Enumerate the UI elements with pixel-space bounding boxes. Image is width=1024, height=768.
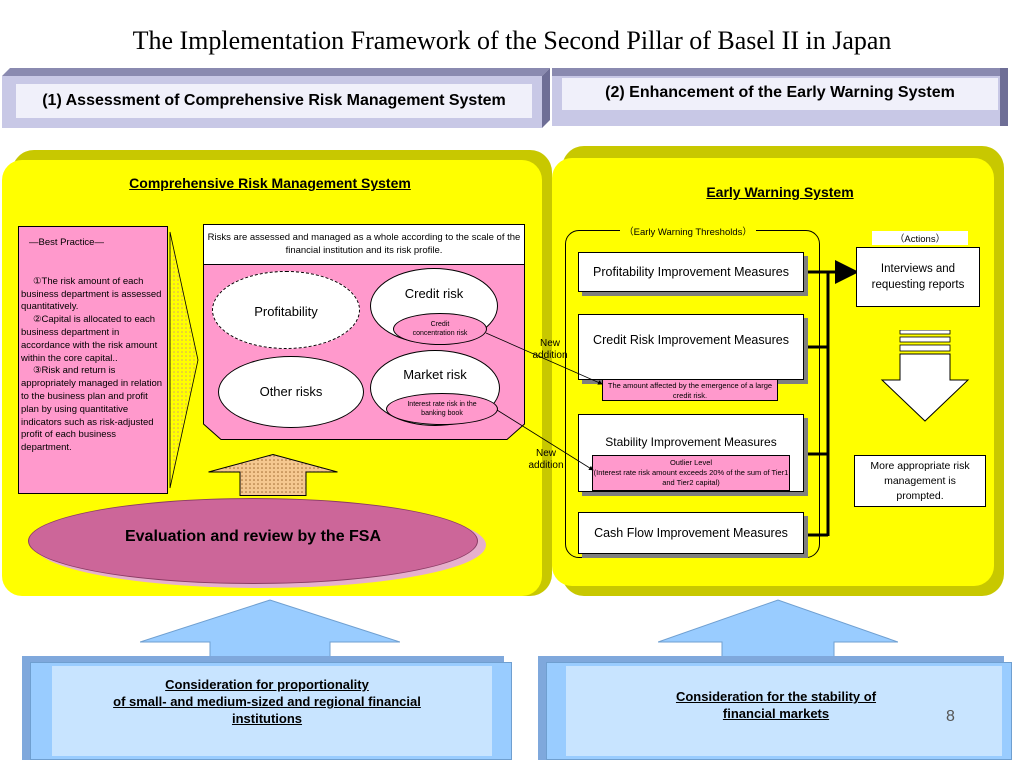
bottom-right-box: Consideration for the stability of finan… (538, 656, 1012, 760)
profitability-ellipse: Profitability (212, 271, 360, 349)
credit-risk-measures-box: Credit Risk Improvement Measures (578, 314, 804, 380)
chevron-right-arrow (169, 231, 199, 489)
action-prompted-box: More appropriate risk management is prom… (854, 455, 986, 507)
fsa-ellipse: Evaluation and review by the FSA (28, 498, 478, 584)
action-interviews-label: Interviews and requesting reports (871, 263, 965, 291)
page-number: 8 (946, 708, 955, 725)
bottom-left-text: Consideration for proportionality of sma… (113, 677, 421, 726)
other-risks-ellipse: Other risks (218, 356, 364, 428)
up-arrow (208, 454, 338, 496)
right-panel-title: Early Warning System (706, 184, 854, 200)
new-addition-label-2: New addition (528, 448, 564, 471)
page-title: The Implementation Framework of the Seco… (132, 26, 892, 55)
actions-label: （Actions） (872, 231, 968, 245)
stability-measures-label: Stability Improvement Measures (605, 435, 777, 449)
header-right-label: (2) Enhancement of the Early Warning Sys… (562, 78, 998, 110)
new-addition-label-1: New addition (532, 338, 568, 361)
down-arrow (880, 330, 970, 422)
profitability-label: Profitability (254, 304, 318, 319)
header-right-frame: (2) Enhancement of the Early Warning Sys… (552, 68, 1008, 126)
large-credit-note: The amount affected by the emergence of … (602, 379, 778, 401)
other-risks-label: Other risks (259, 384, 323, 399)
interest-rate-bank-ellipse: Interest rate risk in the banking book (386, 393, 498, 425)
credit-concentration-ellipse: Credit concentration risk (393, 313, 487, 345)
action-interviews-box: Interviews and requesting reports (856, 247, 980, 307)
best-practice-item-3: ③Risk and return is appropriately manage… (21, 365, 163, 454)
left-panel-title: Comprehensive Risk Management System (129, 175, 411, 191)
credit-concentration-label: Credit concentration risk (412, 321, 468, 337)
market-risk-label: Market risk (403, 367, 467, 382)
risk-assessment-text: Risks are assessed and managed as a whol… (207, 232, 521, 256)
profitability-measures-label: Profitability Improvement Measures (593, 265, 789, 279)
credit-risk-label: Credit risk (404, 286, 464, 301)
bottom-left-up-arrow (140, 599, 400, 664)
header-left-label: (1) Assessment of Comprehensive Risk Man… (16, 84, 532, 118)
interest-rate-bank-label: Interest rate risk in the banking book (407, 401, 477, 417)
thresholds-label: （Early Warning Thresholds） (620, 224, 756, 238)
bottom-right-text: Consideration for the stability of finan… (675, 689, 877, 721)
best-practice-item-1: ①The risk amount of each business depart… (21, 275, 162, 313)
cash-flow-measures-box: Cash Flow Improvement Measures (578, 512, 804, 554)
best-practice-box: ―Best Practice― ①The risk amount of each… (18, 226, 168, 494)
fsa-review-label: Evaluation and review by the FSA (124, 528, 382, 545)
action-prompted-label: More appropriate risk management is prom… (870, 459, 970, 502)
outlier-note: Outlier Level (Interest rate risk amount… (592, 455, 790, 491)
cash-flow-measures-label: Cash Flow Improvement Measures (594, 526, 788, 540)
best-practice-title: ―Best Practice― (29, 237, 104, 248)
profitability-measures-box: Profitability Improvement Measures (578, 252, 804, 292)
bottom-right-up-arrow (658, 599, 898, 664)
credit-risk-measures-label: Credit Risk Improvement Measures (593, 333, 789, 347)
bottom-left-box: Consideration for proportionality of sma… (22, 656, 512, 760)
best-practice-item-2: ②Capital is allocated to each business d… (21, 314, 158, 364)
header-left-frame: (1) Assessment of Comprehensive Risk Man… (2, 68, 550, 128)
